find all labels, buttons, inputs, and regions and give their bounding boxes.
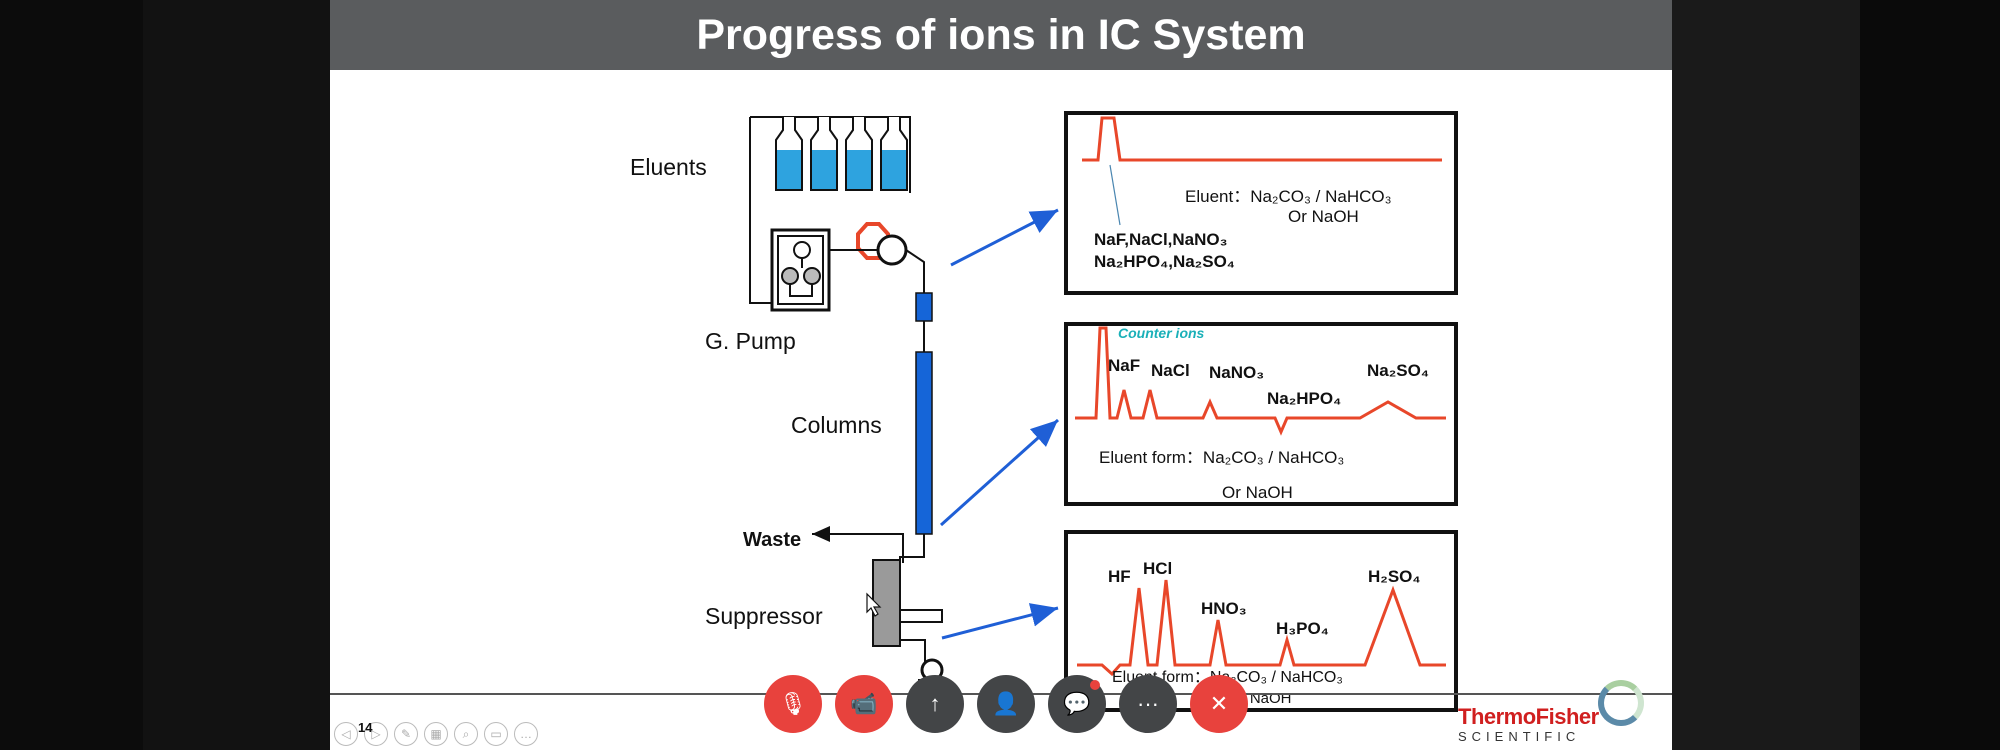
panel2-peak-na2hpo4: Na₂HPO₄ (1267, 389, 1341, 408)
panel1-salts-line2: Na₂HPO₄,Na₂SO₄ (1094, 252, 1235, 271)
mic-muted-icon: 🎙 (779, 691, 807, 716)
camera-off-icon: 📹 (850, 691, 878, 716)
prev-slide-icon[interactable]: ◁ (334, 722, 358, 746)
chat-unread-dot (1090, 680, 1100, 690)
analytical-column (915, 351, 933, 535)
arrow-panel2 (939, 418, 1060, 527)
panel2-peak-na2so4: Na₂SO₄ (1367, 361, 1429, 380)
slide-title: Progress of ions in IC System (696, 10, 1306, 59)
next-slide-icon[interactable]: ▷ (364, 722, 388, 746)
mouse-cursor-icon (866, 592, 882, 617)
arrow-panel3 (941, 603, 1059, 640)
chromatogram-panel-1: Eluent：Na₂CO₃ / NaHCO₃ Or NaOH NaF,NaCl,… (1064, 111, 1458, 295)
label-pump: G. Pump (705, 328, 796, 354)
mute-mic-button[interactable]: 🎙 (764, 675, 822, 733)
panel2-peak-nano3: NaNO₃ (1209, 363, 1264, 382)
eluent-bottle (880, 117, 908, 191)
panel2-or-naoh: Or NaOH (1222, 483, 1293, 502)
label-suppressor: Suppressor (705, 603, 823, 629)
panel3-peak-hf: HF (1108, 567, 1131, 586)
trace-panel-3 (1077, 579, 1446, 677)
zoom-icon[interactable]: ⌕ (454, 722, 478, 746)
camera-button[interactable]: 📹 (835, 675, 893, 733)
title-bar: Progress of ions in IC System (330, 0, 1672, 70)
injection-valve (856, 222, 908, 266)
more-icon: ··· (1137, 691, 1159, 716)
panel2-counter-ions: Counter ions (1118, 325, 1205, 341)
participants-icon: 👤 (992, 691, 1020, 716)
label-columns: Columns (791, 412, 882, 438)
more-button[interactable]: ··· (1119, 675, 1177, 733)
suppressor (872, 559, 901, 647)
loading-spinner-icon (1598, 680, 1644, 726)
arrow-panel1 (950, 208, 1059, 267)
brand-name: ThermoFisher (1458, 704, 1599, 729)
chat-icon: 💬 (1063, 691, 1091, 716)
meeting-control-bar: 🎙 📹 ↑ 👤 💬 ··· ✕ (764, 675, 1248, 733)
end-call-button[interactable]: ✕ (1190, 675, 1248, 733)
guard-column (915, 292, 933, 322)
eluent-bottle (775, 117, 803, 191)
pointer-line (1109, 164, 1121, 226)
panel3-peak-h2so4: H₂SO₄ (1368, 567, 1421, 586)
share-screen-icon: ↑ (929, 691, 941, 716)
end-call-icon: ✕ (1209, 691, 1229, 716)
pen-icon[interactable]: ✎ (394, 722, 418, 746)
share-screen-button[interactable]: ↑ (906, 675, 964, 733)
thermofisher-logo: ThermoFisher SCIENTIFIC (1458, 704, 1599, 744)
presentation-slide: Progress of ions in IC System (330, 0, 1672, 750)
gradient-pump (770, 228, 831, 312)
trace-panel-2 (1075, 326, 1446, 436)
label-waste: Waste (743, 529, 801, 551)
panel1-or-naoh: Or NaOH (1288, 207, 1359, 226)
panel3-peak-hno3: HNO₃ (1201, 599, 1247, 618)
chat-button[interactable]: 💬 (1048, 675, 1106, 733)
slide-number: 14 (358, 720, 373, 735)
panel2-eluent-text: Eluent form：Na₂CO₃ / NaHCO₃ (1099, 448, 1344, 467)
more-options-icon[interactable]: … (514, 722, 538, 746)
subtitle-icon[interactable]: ▭ (484, 722, 508, 746)
eluent-bottles (750, 116, 911, 193)
panel3-peak-h3po4: H₃PO₄ (1276, 619, 1329, 638)
slide-nav-toolbar: ◁ ▷ ✎ ▦ ⌕ ▭ … (334, 722, 538, 746)
participants-button[interactable]: 👤 (977, 675, 1035, 733)
right-sidebar (1672, 0, 2000, 750)
left-sidebar (0, 0, 143, 750)
slides-grid-icon[interactable]: ▦ (424, 722, 448, 746)
panel1-eluent-text: Eluent：Na₂CO₃ / NaHCO₃ (1185, 187, 1392, 206)
right-strip (1860, 0, 2000, 750)
panel1-salts-line1: NaF,NaCl,NaNO₃ (1094, 230, 1228, 249)
chromatogram-panel-2: Counter ions NaF NaCl NaNO₃ Na₂HPO₄ Na₂S… (1064, 322, 1458, 506)
panel2-peak-nacl: NaCl (1151, 361, 1190, 380)
label-eluents: Eluents (630, 154, 707, 180)
brand-tagline: SCIENTIFIC (1458, 729, 1581, 744)
panel2-peak-naf: NaF (1108, 356, 1140, 375)
eluent-bottle (810, 117, 838, 191)
eluent-bottle (845, 117, 873, 191)
panel3-peak-hcl: HCl (1143, 559, 1172, 578)
trace-panel-1 (1082, 116, 1442, 162)
ic-system-diagram: Eluents G. Pump Columns Waste (630, 111, 1458, 712)
